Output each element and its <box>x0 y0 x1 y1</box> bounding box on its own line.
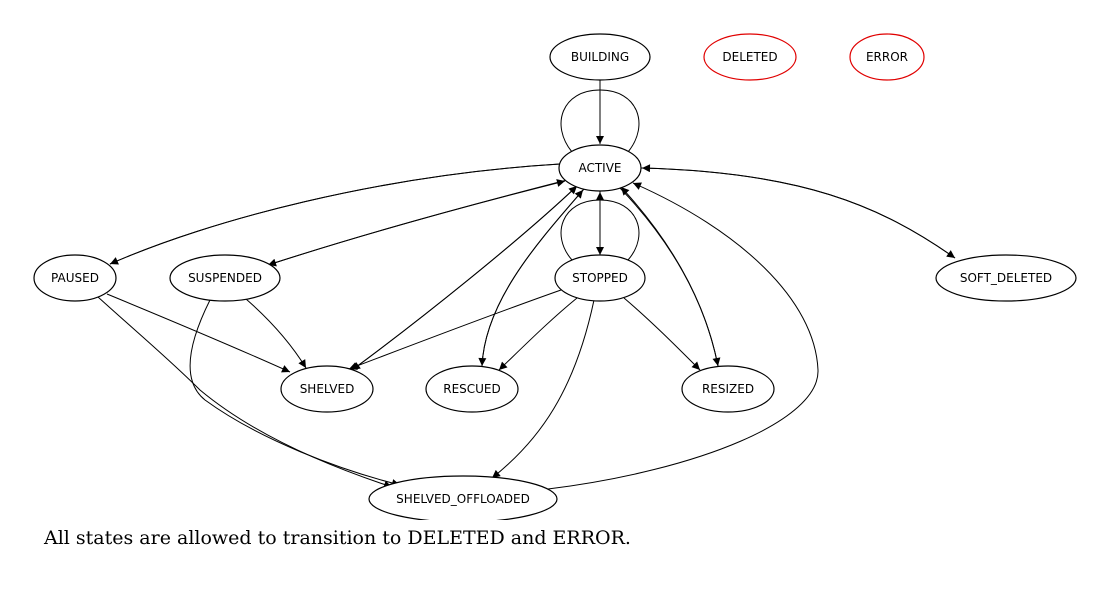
state-node-paused: PAUSED <box>33 254 117 302</box>
edge-stopped-to-shelved <box>348 289 562 370</box>
state-ellipse-shelved <box>280 365 374 413</box>
state-ellipse-rescued <box>425 365 519 413</box>
state-node-rescued: RESCUED <box>425 365 519 413</box>
state-label-shelved: SHELVED <box>300 382 355 396</box>
edge-shelved-offloaded-to-active <box>547 182 819 490</box>
state-ellipse-shelved-offloaded <box>368 475 558 520</box>
edge-rescued-to-active <box>481 189 584 367</box>
state-ellipse-paused <box>33 254 117 302</box>
edge-suspended-to-shelved <box>245 298 307 369</box>
state-label-error: ERROR <box>866 50 908 64</box>
state-ellipse-error <box>849 33 925 81</box>
state-label-stopped: STOPPED <box>572 271 628 285</box>
state-label-resized: RESIZED <box>702 382 754 396</box>
edge-active-to-active <box>560 89 640 153</box>
edge-shelved-to-active <box>351 185 578 371</box>
state-ellipse-soft-deleted <box>935 254 1077 302</box>
edge-active-to-paused <box>109 163 561 265</box>
edge-stopped-to-stopped <box>560 199 640 261</box>
state-label-soft-deleted: SOFT_DELETED <box>960 271 1052 285</box>
edge-active-to-soft-deleted <box>640 167 956 259</box>
edge-suspended-to-active <box>267 179 566 266</box>
state-diagram: BUILDING DELETED ERROR ACTIVE PAUSED SUSPENDE… <box>33 33 1077 520</box>
state-node-soft-deleted: SOFT_DELETED <box>935 254 1077 302</box>
state-ellipse-deleted <box>703 33 797 81</box>
state-node-suspended: SUSPENDED <box>169 254 281 302</box>
state-node-error: ERROR <box>849 33 925 81</box>
state-node-deleted: DELETED <box>703 33 797 81</box>
state-ellipse-suspended <box>169 254 281 302</box>
state-ellipse-building <box>549 33 651 81</box>
edge-stopped-to-shelved-offloaded <box>491 299 595 479</box>
state-node-stopped: STOPPED <box>554 254 646 302</box>
state-node-building: BUILDING <box>549 33 651 81</box>
edge-suspended-to-shelved-offloaded <box>189 299 401 487</box>
state-node-shelved-offloaded: SHELVED_OFFLOADED <box>368 475 558 520</box>
state-label-active: ACTIVE <box>578 161 621 175</box>
edge-soft-deleted-to-active <box>641 164 956 259</box>
state-ellipse-resized <box>681 365 775 413</box>
edge-active-to-shelved <box>351 186 577 371</box>
edges <box>97 80 956 490</box>
edge-stopped-to-resized <box>623 297 701 371</box>
state-node-shelved: SHELVED <box>280 365 374 413</box>
diagram-caption: All states are allowed to transition to … <box>44 527 631 549</box>
state-ellipse-stopped <box>554 254 646 302</box>
state-ellipse-active <box>558 144 642 192</box>
nodes: BUILDING DELETED ERROR ACTIVE PAUSED SUSPENDE… <box>33 33 1077 520</box>
state-node-active: ACTIVE <box>558 144 642 192</box>
state-label-deleted: DELETED <box>722 50 777 64</box>
state-label-shelved-offloaded: SHELVED_OFFLOADED <box>396 492 530 506</box>
edge-paused-to-active <box>109 163 561 265</box>
edge-active-to-suspended <box>267 179 568 267</box>
edge-paused-to-shelved <box>106 293 291 373</box>
edge-resized-to-active <box>620 186 719 367</box>
edge-stopped-to-rescued <box>498 297 578 371</box>
edge-paused-to-shelved-offloaded <box>97 296 393 489</box>
state-label-suspended: SUSPENDED <box>188 271 262 285</box>
state-label-building: BUILDING <box>571 50 629 64</box>
state-node-resized: RESIZED <box>681 365 775 413</box>
state-label-paused: PAUSED <box>51 271 99 285</box>
state-label-rescued: RESCUED <box>443 382 501 396</box>
